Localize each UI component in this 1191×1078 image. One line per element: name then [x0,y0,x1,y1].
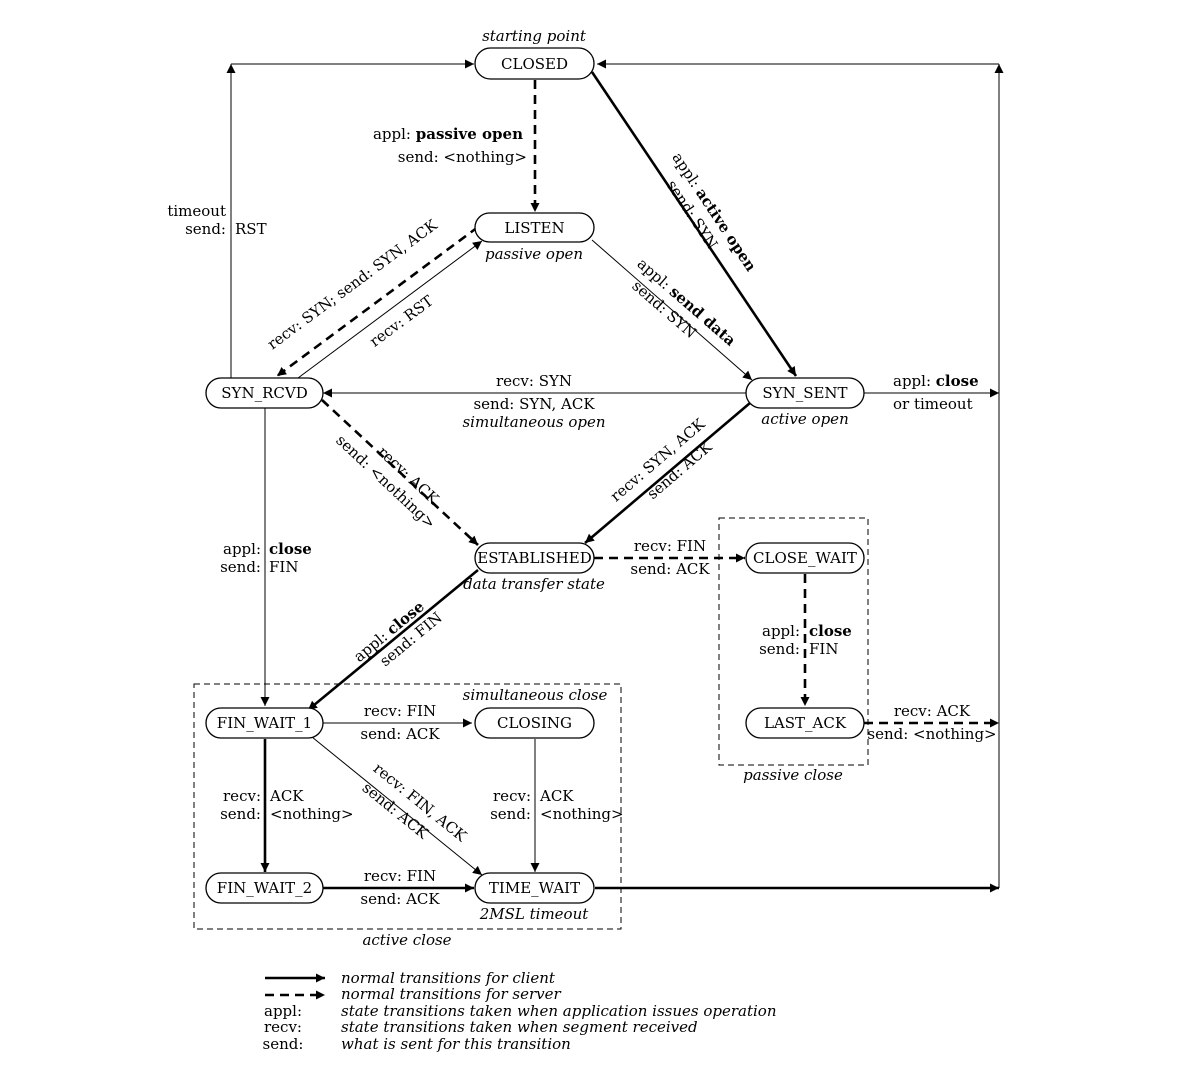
state-close-wait-label: CLOSE_WAIT [753,549,857,567]
label-finwait1-closing-recv: recv: FIN [364,702,436,720]
label-timeout: timeout [167,202,226,220]
state-syn-sent: SYN_SENT [745,377,865,409]
label-finwait2-timewait-recv: recv: FIN [364,867,436,885]
note-passive-open: passive open [485,245,583,263]
label-closing-timewait-ack: ACK [539,787,574,805]
label-closed-listen-send: send: <nothing> [398,148,527,166]
note-simultaneous-open: simultaneous open [462,413,605,431]
state-time-wait: TIME_WAIT [474,872,595,904]
legend: normal transitions for client normal tra… [263,969,777,1053]
label-closing-timewait-recv: recv: [493,787,531,805]
label-closed-synsent: appl: active open send: SYN [663,149,760,275]
label-synsent-synrcvd-recv: recv: SYN [496,372,572,390]
state-closing: CLOSING [474,707,595,739]
edge-established-finwait1 [307,568,479,712]
state-fin-wait-2-label: FIN_WAIT_2 [217,879,312,897]
state-closed-label: CLOSED [501,55,568,73]
label-closewait-lastack-fin: FIN [809,640,838,658]
legend-client-text: normal transitions for client [341,969,556,987]
legend-recv-desc: state transitions taken when segment rec… [341,1018,698,1036]
label-closewait-lastack-send: send: [759,640,800,658]
label-finwait1-finwait2-nothing: <nothing> [270,805,354,823]
edge-synsent-established [584,402,751,544]
label-closewait-lastack-appl: appl: [762,622,800,640]
note-data-transfer-state: data transfer state [463,575,605,593]
label-finwait1-timewait: recv: FIN, ACK send: ACK [359,759,471,845]
state-closed: CLOSED [474,47,595,80]
legend-recv-key: recv: [264,1018,302,1036]
state-last-ack-label: LAST_ACK [764,714,847,732]
label-finwait2-timewait-send: send: ACK [360,890,440,908]
passive-close-region [718,517,869,766]
state-established: ESTABLISHED [474,542,595,574]
legend-server-text: normal transitions for server [341,985,561,1003]
label-est-closewait-send: send: ACK [630,560,710,578]
label-synrcvd-finwait1-fin: FIN [269,558,298,576]
label-closing-timewait-nothing: <nothing> [540,805,624,823]
state-closing-label: CLOSING [497,714,572,732]
state-listen: LISTEN [474,212,595,243]
svg-text:recv: SYN; send: SYN, ACK: recv: SYN; send: SYN, ACK [264,215,441,353]
legend-send-desc: what is sent for this transition [341,1035,571,1053]
active-close-region [193,683,622,930]
state-syn-sent-label: SYN_SENT [762,384,847,402]
note-active-close: active close [362,931,451,949]
state-syn-rcvd-label: SYN_RCVD [221,384,307,402]
state-fin-wait-1: FIN_WAIT_1 [205,707,324,739]
edge-synrcvd-listen [293,240,483,382]
state-fin-wait-1-label: FIN_WAIT_1 [217,714,312,732]
edge-listen-synrcvd [276,225,479,378]
label-closed-listen-appl: appl: passive open [373,125,523,143]
label-finwait1-finwait2-ack: ACK [269,787,304,805]
legend-send-key: send: [263,1035,304,1053]
note-2msl-timeout: 2MSL timeout [479,905,590,923]
label-finwait1-closing-send: send: ACK [360,725,440,743]
state-syn-rcvd: SYN_RCVD [205,377,324,409]
label-synrcvd-finwait1-appl: appl: [223,540,261,558]
label-synsent-established: recv: SYN, ACK send: ACK [607,414,716,505]
label-closing-timewait-send: send: [490,805,531,823]
label-synsent-timeout: or timeout [893,395,973,413]
label-closewait-lastack-op: close [809,622,852,640]
label-synrcvd-established: recv: ACK send: <nothing> [332,431,442,532]
label-est-closewait-recv: recv: FIN [634,537,706,555]
label-synsent-synrcvd-send: send: SYN, ACK [473,395,595,413]
label-finwait1-finwait2-recv: recv: [223,787,261,805]
note-starting-point: starting point [482,27,587,45]
state-established-label: ESTABLISHED [477,549,592,567]
label-timeout-send: send: [185,220,226,238]
note-passive-close: passive close [743,766,843,784]
note-simultaneous-close: simultaneous close [463,686,608,704]
label-lastack-recv: recv: ACK [894,702,971,720]
legend-appl-key: appl: [264,1002,302,1020]
edge-closed-synsent [590,71,798,377]
label-finwait1-finwait2-send: send: [220,805,261,823]
legend-appl-desc: state transitions taken when application… [341,1002,777,1020]
state-listen-label: LISTEN [504,219,564,237]
edge-synrcvd-established [321,399,479,546]
label-timeout-rst: RST [235,220,267,238]
edge-finwait1-timewait [311,736,483,876]
state-fin-wait-2: FIN_WAIT_2 [205,872,324,904]
state-close-wait: CLOSE_WAIT [745,542,865,574]
edge-listen-synsent [591,239,753,381]
label-synsent-close: appl: close [893,372,979,390]
state-time-wait-label: TIME_WAIT [489,879,580,897]
note-active-open: active open [761,410,848,428]
label-synrcvd-finwait1-op: close [269,540,312,558]
label-listen-synsent: appl: send data send: SYN [629,255,740,350]
label-lastack-send: send: <nothing> [867,725,996,743]
label-listen-synrcvd: recv: SYN; send: SYN, ACK [264,215,441,353]
label-synrcvd-finwait1-send: send: [220,558,261,576]
state-last-ack: LAST_ACK [745,707,865,739]
